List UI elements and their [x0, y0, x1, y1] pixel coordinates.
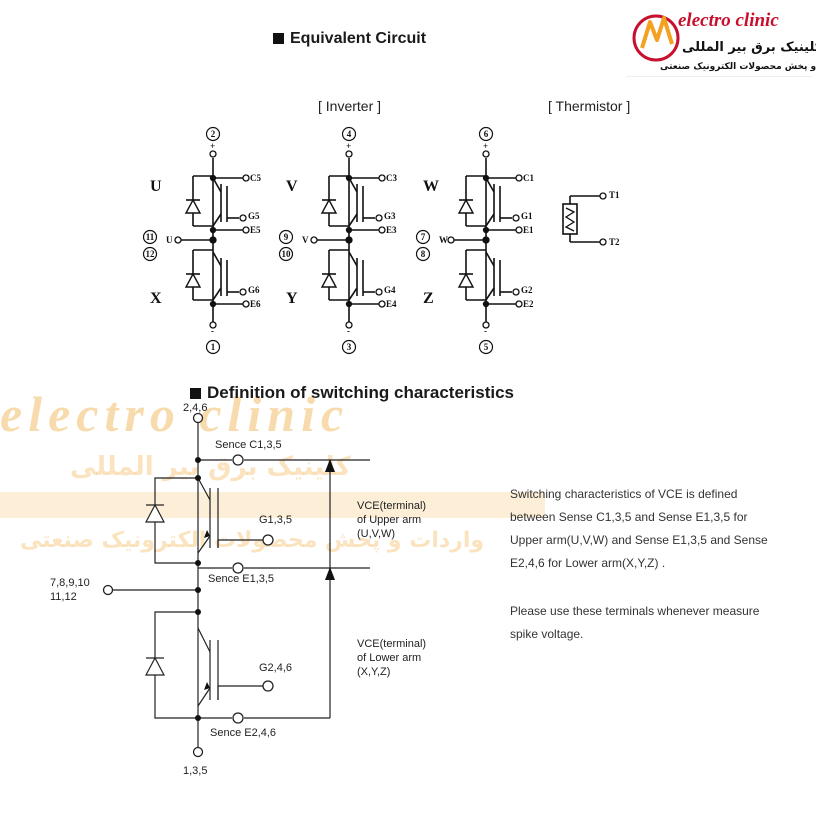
- logo: electro clinic کلینیک برق بیر المللی وار…: [626, 4, 816, 77]
- logo-tagline-fa: واردات و پخش محصولات الکترونیک صنعتی: [660, 62, 816, 72]
- g-lower-label: G2,4,6: [259, 662, 293, 674]
- switching-heading: Definition of switching characteristics: [190, 383, 514, 403]
- heading-bullet-icon: [273, 33, 284, 44]
- pin-out-a-v: 9: [283, 232, 289, 242]
- pin-bottom-u: 1: [210, 342, 216, 352]
- plus-sign-v: +: [346, 141, 352, 151]
- pin-out-a-u-ring: [142, 229, 158, 245]
- pin-out-b-u: 12: [145, 249, 155, 259]
- leg-label-x: X: [150, 290, 162, 307]
- thermistor-pin-t1: T1: [609, 190, 620, 200]
- pin-bottom-v: 3: [346, 342, 352, 352]
- pin-g1: G1: [521, 211, 533, 221]
- pin-top-v: 4: [346, 129, 352, 139]
- pin-e2: E2: [523, 299, 534, 309]
- switching-description: Switching characteristics of VCE is defi…: [510, 487, 768, 570]
- leg-label-v: V: [286, 178, 298, 195]
- bottom-pin-label: 1,3,5: [183, 765, 208, 777]
- equivalent-circuit-diagram: [142, 126, 607, 355]
- pin-e6: E6: [250, 299, 261, 309]
- pin-top-v-ring: [341, 126, 357, 142]
- vce-lower-line1: VCE(terminal): [357, 638, 427, 650]
- leg-label-u: U: [150, 178, 162, 195]
- vce-lower-line3: (X,Y,Z): [357, 666, 391, 678]
- pin-out-a-v-ring: [278, 229, 294, 245]
- out-signal-w: W: [439, 235, 448, 245]
- spike-voltage-note: Please use these terminals whenever meas…: [510, 604, 760, 641]
- pin-g3: G3: [384, 211, 396, 221]
- pin-bottom-w: 5: [483, 342, 489, 352]
- pin-c5: C5: [250, 173, 261, 183]
- sense-e-lower-label: Sence E2,4,6: [210, 727, 277, 739]
- pin-bottom-w-ring: [478, 339, 494, 355]
- inverter-label: [ Inverter ]: [318, 98, 382, 114]
- pin-top-u-ring: [205, 126, 221, 142]
- pin-top-w-ring: [478, 126, 494, 142]
- minus-sign-v: -: [347, 326, 350, 336]
- g-upper-label: G1,3,5: [259, 514, 293, 526]
- inverter-leg-v: [310, 150, 386, 329]
- pin-c3: C3: [386, 173, 397, 183]
- heading-bullet-icon: [190, 388, 201, 399]
- thermistor-pin-t2: T2: [609, 237, 620, 247]
- inverter-leg-u: [174, 150, 250, 329]
- pin-e1: E1: [523, 225, 534, 235]
- out-signal-u: U: [166, 235, 173, 245]
- plus-sign-u: +: [210, 141, 216, 151]
- logo-name-fa: کلینیک برق بیر المللی: [682, 40, 816, 55]
- vce-upper-line2: of Upper arm: [357, 514, 422, 526]
- equivalent-circuit-heading: Equivalent Circuit: [273, 30, 426, 48]
- pin-top-u: 2: [210, 129, 216, 139]
- plus-sign-w: +: [483, 141, 489, 151]
- vce-upper-line1: VCE(terminal): [357, 500, 427, 512]
- pin-e5: E5: [250, 225, 261, 235]
- sense-e-upper-label: Sence E1,3,5: [208, 573, 275, 585]
- minus-sign-u: -: [211, 326, 214, 336]
- minus-sign-w: -: [484, 326, 487, 336]
- pin-g5: G5: [248, 211, 260, 221]
- watermark-band: [0, 492, 545, 518]
- inverter-leg-w: [447, 150, 523, 329]
- vce-lower-line2: of Lower arm: [357, 652, 422, 664]
- pin-out-b-w: 8: [420, 249, 426, 259]
- pin-out-b-v: 10: [281, 249, 291, 259]
- pin-g6: G6: [248, 285, 260, 295]
- leg-label-z: Z: [423, 290, 434, 307]
- pin-out-a-w-ring: [415, 229, 431, 245]
- pin-out-a-w: 7: [420, 232, 426, 242]
- thermistor-label: [ Thermistor ]: [548, 98, 631, 114]
- pin-g2: G2: [521, 285, 533, 295]
- pin-out-b-u-ring: [142, 246, 158, 262]
- pin-g4: G4: [384, 285, 396, 295]
- leg-label-y: Y: [286, 290, 298, 307]
- thermistor-symbol: [562, 192, 607, 246]
- pin-out-a-u: 11: [145, 232, 155, 242]
- logo-mark-icon: [632, 14, 680, 62]
- top-pin-label: 2,4,6: [183, 402, 208, 414]
- pin-e3: E3: [386, 225, 397, 235]
- watermark-text-en: electro clinic: [0, 386, 350, 442]
- vce-upper-line3: (U,V,W): [357, 528, 396, 540]
- sense-c-upper-label: Sence C1,3,5: [215, 439, 282, 451]
- pin-out-b-w-ring: [415, 246, 431, 262]
- pin-out-b-v-ring: [278, 246, 294, 262]
- pin-top-w: 6: [483, 129, 489, 139]
- watermark-text-fa: کلینیک برق بیر المللی: [70, 452, 351, 482]
- pin-bottom-u-ring: [205, 339, 221, 355]
- out-pins-line1: 7,8,9,10: [50, 577, 90, 589]
- pin-c1: C1: [523, 173, 534, 183]
- out-signal-v: V: [302, 235, 309, 245]
- logo-name-en: electro clinic: [678, 10, 779, 31]
- leg-label-w: W: [423, 178, 439, 195]
- pin-bottom-v-ring: [341, 339, 357, 355]
- pin-e4: E4: [386, 299, 397, 309]
- out-pins-line2: 11,12: [50, 591, 77, 603]
